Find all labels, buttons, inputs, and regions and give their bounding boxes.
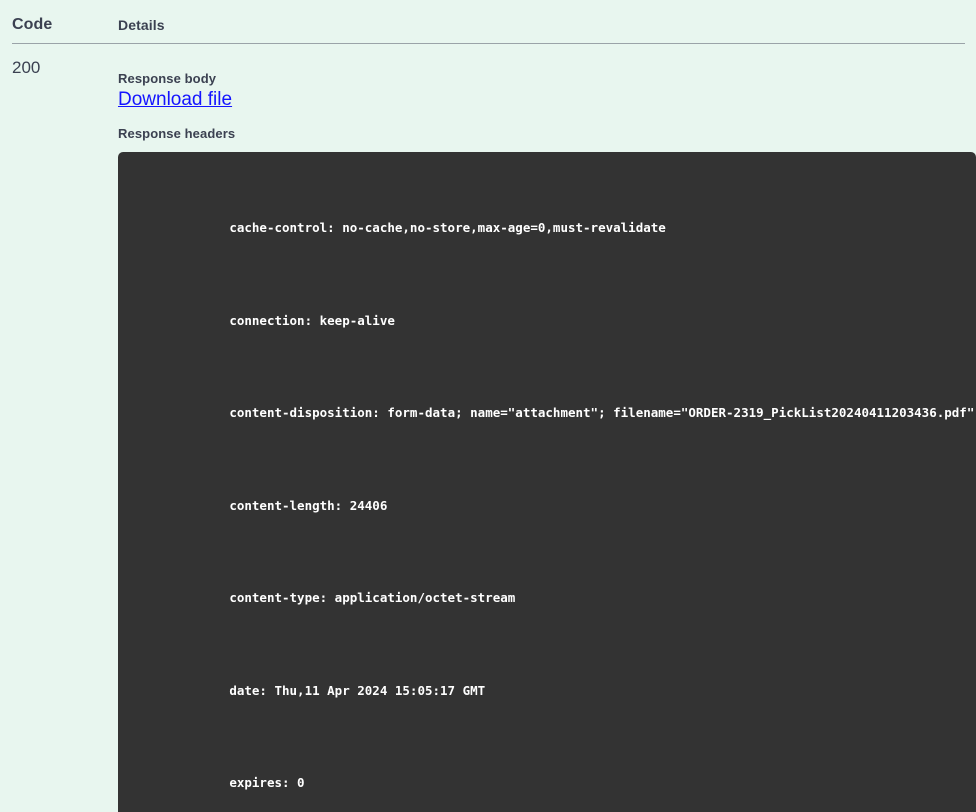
header-line: content-length: 24406 [139,478,976,534]
header-line: content-type: application/octet-stream [139,571,976,627]
header-line: date: Thu,11 Apr 2024 15:05:17 GMT [139,663,976,719]
response-details: Response body Download file Response hea… [116,44,976,812]
header-value: Thu,11 Apr 2024 15:05:17 GMT [274,682,486,698]
header-key: content-length: [229,497,350,513]
header-line: cache-control: no-cache,no-store,max-age… [139,201,976,257]
header-key: expires: [229,775,298,791]
download-file-link[interactable]: Download file [118,89,233,110]
header-value: application/octet-stream [334,590,516,606]
header-value: 0 [297,775,305,791]
table-header: Code Details [0,0,976,43]
header-value: 24406 [349,497,388,513]
header-line: content-disposition: form-data; name="at… [139,386,976,442]
response-code: 200 [12,58,41,77]
response-body-label: Response body [118,71,217,86]
header-value: no-cache,no-store,max-age=0,must-revalid… [342,220,666,236]
column-header-code: Code [12,16,53,33]
column-header-details: Details [118,17,165,33]
header-value: keep-alive [319,312,395,328]
header-key: date: [229,682,275,698]
table-header-row: Code Details [0,0,976,43]
header-divider [12,43,965,44]
response-headers-block: cache-control: no-cache,no-store,max-age… [118,151,976,812]
header-line: expires: 0 [139,756,976,812]
header-value: form-data; name="attachment"; filename="… [387,405,975,421]
header-key: content-disposition: [229,405,388,421]
header-line: connection: keep-alive [139,293,976,349]
table-body: 200 Response body Download file Response… [0,43,976,812]
header-key: connection: [229,312,320,328]
header-key: content-type: [229,590,335,606]
header-divider-row [0,43,976,44]
header-divider-cell [0,43,976,44]
header-key: cache-control: [229,220,343,236]
response-headers-label: Response headers [118,125,236,141]
table-row: 200 Response body Download file Response… [0,44,976,812]
